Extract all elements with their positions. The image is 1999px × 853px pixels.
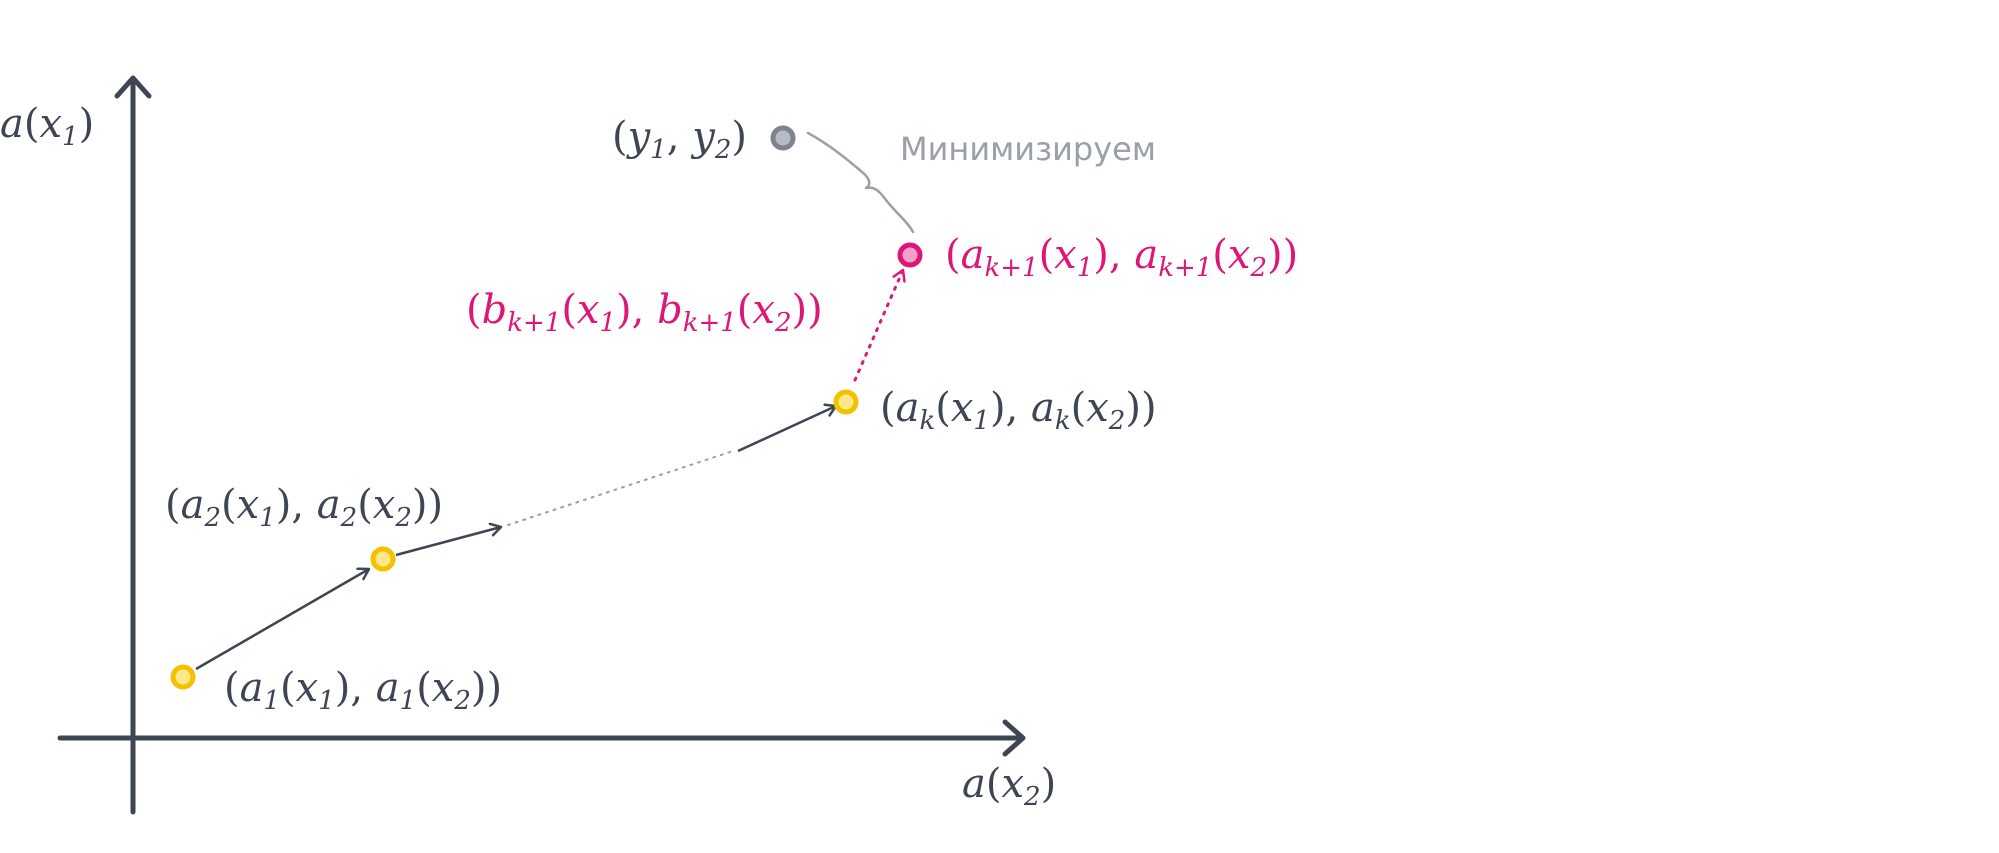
dotted-continuation [507,450,734,526]
horizontal-axis-label: a(x2) [962,761,1057,812]
vertical-axis [114,75,152,815]
point-target [770,125,796,151]
step-arrow-to-k [737,406,836,453]
point-ak1 [897,242,923,268]
target-point-label: (y1, y2) [612,114,747,165]
minimize-annotation: Минимизируем [900,130,1156,168]
point-ak [833,389,859,415]
horizontal-axis [57,719,1026,757]
step-arrow-1-2 [195,569,369,671]
minimize-brace [806,131,915,234]
step-arrow-2-3 [395,527,501,557]
point-a1-label: (a1(x1), a1(x2)) [224,665,503,716]
vertical-axis-label: a(x1) [0,101,95,152]
step-b-label: (bk+1(x1), bk+1(x2)) [466,287,823,338]
point-a1 [170,664,196,690]
point-a2-label: (a2(x1), a2(x2)) [165,482,444,533]
pink-step-arrow [853,268,903,382]
point-a2 [370,546,396,572]
point-ak-label: (ak(x1), ak(x2)) [880,385,1157,436]
point-ak1-label: (ak+1(x1), ak+1(x2)) [945,232,1299,283]
